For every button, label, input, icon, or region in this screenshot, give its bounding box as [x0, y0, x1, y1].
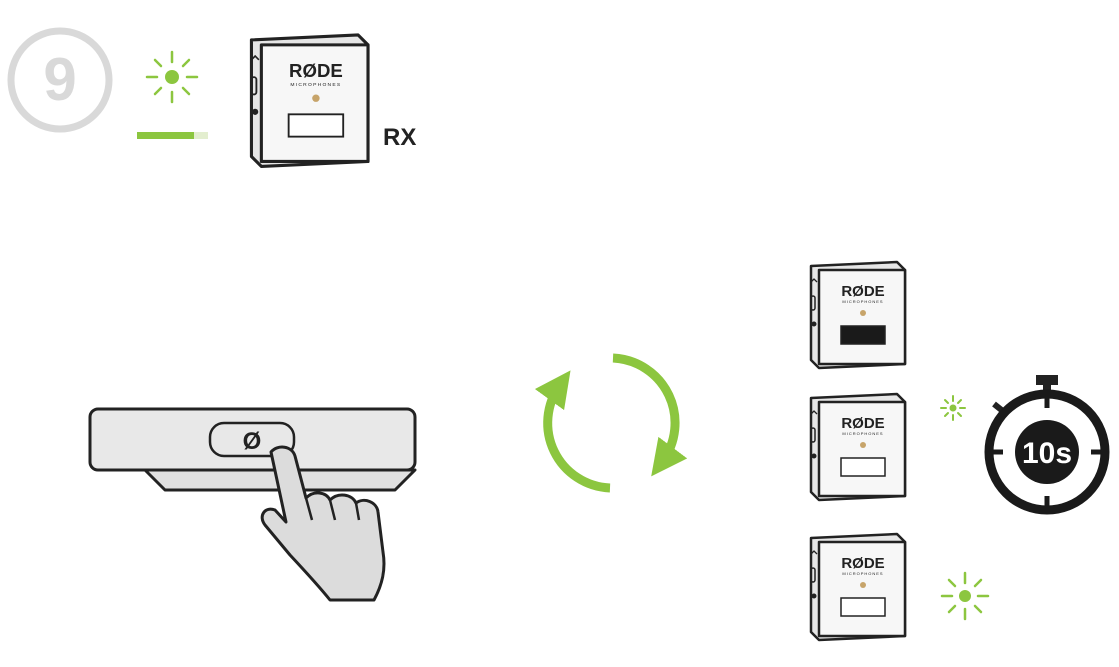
device-display	[287, 113, 345, 138]
status-led	[860, 310, 866, 316]
led-blink-icon	[145, 50, 199, 104]
rx-device-1: RØDE MICROPHONES	[809, 260, 907, 370]
device-display	[840, 325, 886, 345]
brand-sub: MICROPHONES	[842, 299, 883, 304]
rx-device-top: RØDE MICROPHONES	[249, 33, 370, 168]
status-led	[860, 582, 866, 588]
device-display	[840, 597, 886, 617]
led-blink-icon-bottom	[940, 571, 990, 621]
brand-sub: MICROPHONES	[842, 571, 883, 576]
brand-logo: RØDE	[841, 555, 884, 572]
brand-logo: RØDE	[841, 283, 884, 300]
led-blink-icon-small	[940, 395, 966, 421]
step-number-circle: 9	[7, 27, 113, 133]
hand-pointer-icon	[260, 445, 386, 602]
device-label-rx: RX	[383, 124, 416, 151]
device-display	[840, 457, 886, 477]
brand-sub: MICROPHONES	[290, 82, 341, 88]
brand-logo: RØDE	[289, 60, 343, 81]
timer-label: 10s	[1022, 437, 1072, 470]
step-number: 9	[43, 46, 76, 113]
pair-button[interactable]: Ø	[208, 421, 296, 458]
brand-logo: RØDE	[841, 415, 884, 432]
status-led	[860, 442, 866, 448]
stopwatch-icon: 10s	[984, 375, 1110, 515]
led-progress-bar	[137, 132, 208, 139]
status-led	[312, 94, 320, 102]
rx-device-2: RØDE MICROPHONES	[809, 392, 907, 502]
brand-sub: MICROPHONES	[842, 431, 883, 436]
rx-device-3: RØDE MICROPHONES	[809, 532, 907, 642]
refresh-cycle-icon	[534, 353, 688, 493]
pair-button-symbol: Ø	[243, 428, 262, 455]
